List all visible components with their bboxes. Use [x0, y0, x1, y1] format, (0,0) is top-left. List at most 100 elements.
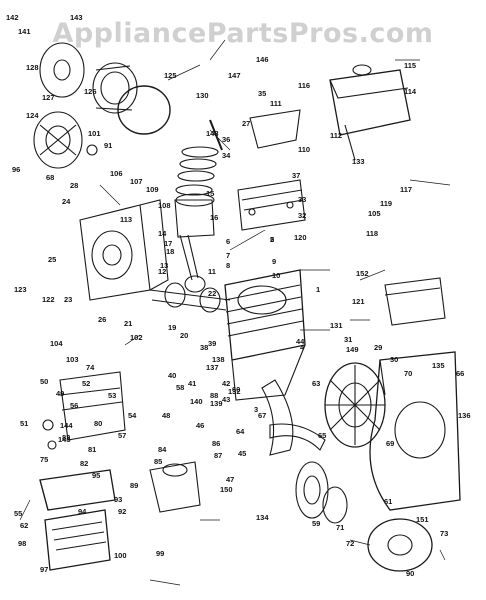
- rewind-cover-drawing: [367, 518, 433, 572]
- part-label: 47: [226, 475, 235, 484]
- air-cleaner-drawing: [39, 469, 116, 571]
- part-label: 18: [166, 247, 175, 256]
- part-label: 27: [242, 119, 251, 128]
- part-label: 100: [114, 551, 127, 560]
- part-label: 29: [374, 343, 383, 352]
- part-label: 48: [162, 411, 171, 420]
- part-label: 10: [272, 271, 281, 280]
- rewind-starter-drawing: [33, 111, 98, 169]
- part-label: 42: [222, 379, 231, 388]
- part-label: 137: [206, 363, 219, 372]
- part-label: 28: [70, 181, 79, 190]
- part-label: 140: [190, 397, 203, 406]
- part-label: 97: [40, 565, 49, 574]
- part-label: 141: [18, 27, 31, 36]
- part-label: 49: [56, 389, 65, 398]
- part-label: 73: [440, 529, 449, 538]
- cylinder-block-drawing: [224, 269, 306, 401]
- part-label: 25: [48, 255, 57, 264]
- part-label: 91: [104, 141, 113, 150]
- part-label: 8: [226, 261, 231, 270]
- part-label: 117: [400, 185, 413, 194]
- part-label: 80: [94, 419, 103, 428]
- part-label: 44: [296, 337, 305, 346]
- part-label: 139: [210, 399, 223, 408]
- part-label: 65: [318, 431, 327, 440]
- part-label: 146: [256, 55, 269, 64]
- part-label: 126: [84, 87, 97, 96]
- part-label: 127: [42, 93, 55, 102]
- part-label: 75: [40, 455, 49, 464]
- part-label: 106: [110, 169, 123, 178]
- gasket-plate-drawing: [209, 109, 301, 151]
- part-label: 37: [292, 171, 301, 180]
- part-label: 85: [154, 457, 163, 466]
- part-label: 74: [86, 363, 95, 372]
- part-label: 122: [42, 295, 55, 304]
- part-label: 128: [26, 63, 39, 72]
- part-label: 12: [158, 267, 167, 276]
- part-label: 2: [270, 235, 275, 244]
- part-label: 32: [298, 211, 307, 220]
- part-label: 148: [206, 129, 219, 138]
- part-label: 9: [272, 257, 277, 266]
- part-label: 94: [78, 507, 87, 516]
- part-label: 62: [20, 521, 29, 530]
- part-label: 95: [92, 471, 101, 480]
- part-label: 70: [404, 369, 413, 378]
- part-label: 89: [130, 481, 139, 490]
- part-label: 53: [108, 391, 117, 400]
- part-label: 26: [98, 315, 107, 324]
- part-label: 118: [366, 229, 379, 238]
- linkage-drawing: [42, 371, 126, 450]
- part-label: 132: [228, 387, 241, 396]
- part-label: 55: [14, 509, 23, 518]
- piston-rings-drawing: [174, 146, 219, 238]
- part-label: 66: [456, 369, 465, 378]
- part-label: 40: [168, 371, 177, 380]
- part-label: 133: [352, 157, 365, 166]
- part-label: 102: [130, 333, 143, 342]
- part-label: 46: [196, 421, 205, 430]
- part-label: 13: [160, 261, 169, 270]
- part-label: 64: [236, 427, 245, 436]
- part-label: 131: [330, 321, 343, 330]
- part-label: 67: [258, 411, 267, 420]
- part-label: 120: [294, 233, 307, 242]
- part-label: 15: [206, 189, 215, 198]
- part-label: 84: [158, 445, 167, 454]
- part-label: 109: [146, 185, 159, 194]
- part-label: 152: [356, 269, 369, 278]
- part-label: 93: [114, 495, 123, 504]
- part-label: 59: [312, 519, 321, 528]
- part-label: 50: [40, 377, 49, 386]
- part-label: 17: [164, 239, 173, 248]
- part-label: 107: [130, 177, 143, 186]
- part-label: 101: [88, 129, 101, 138]
- part-label: 138: [212, 355, 225, 364]
- part-label: 86: [212, 439, 221, 448]
- part-label: 134: [256, 513, 269, 522]
- part-label: 125: [164, 71, 177, 80]
- part-label: 7: [226, 251, 231, 260]
- part-label: 38: [200, 343, 209, 352]
- part-label: 6: [226, 237, 231, 246]
- part-label: 113: [120, 215, 133, 224]
- part-label: 99: [156, 549, 165, 558]
- part-label: 31: [344, 335, 353, 344]
- part-label: 144: [60, 421, 73, 430]
- part-label: 21: [124, 319, 133, 328]
- part-label: 112: [330, 131, 343, 140]
- part-label: 69: [386, 439, 395, 448]
- part-label: 142: [6, 13, 19, 22]
- part-label: 3: [254, 405, 259, 414]
- part-label: 72: [346, 539, 355, 548]
- part-label: 135: [432, 361, 445, 370]
- part-label: 82: [80, 459, 89, 468]
- part-label: 124: [26, 111, 39, 120]
- part-label: 68: [46, 173, 55, 182]
- part-label: 143: [70, 13, 83, 22]
- fuel-tank-drawing: [329, 64, 411, 161]
- part-label: 23: [64, 295, 73, 304]
